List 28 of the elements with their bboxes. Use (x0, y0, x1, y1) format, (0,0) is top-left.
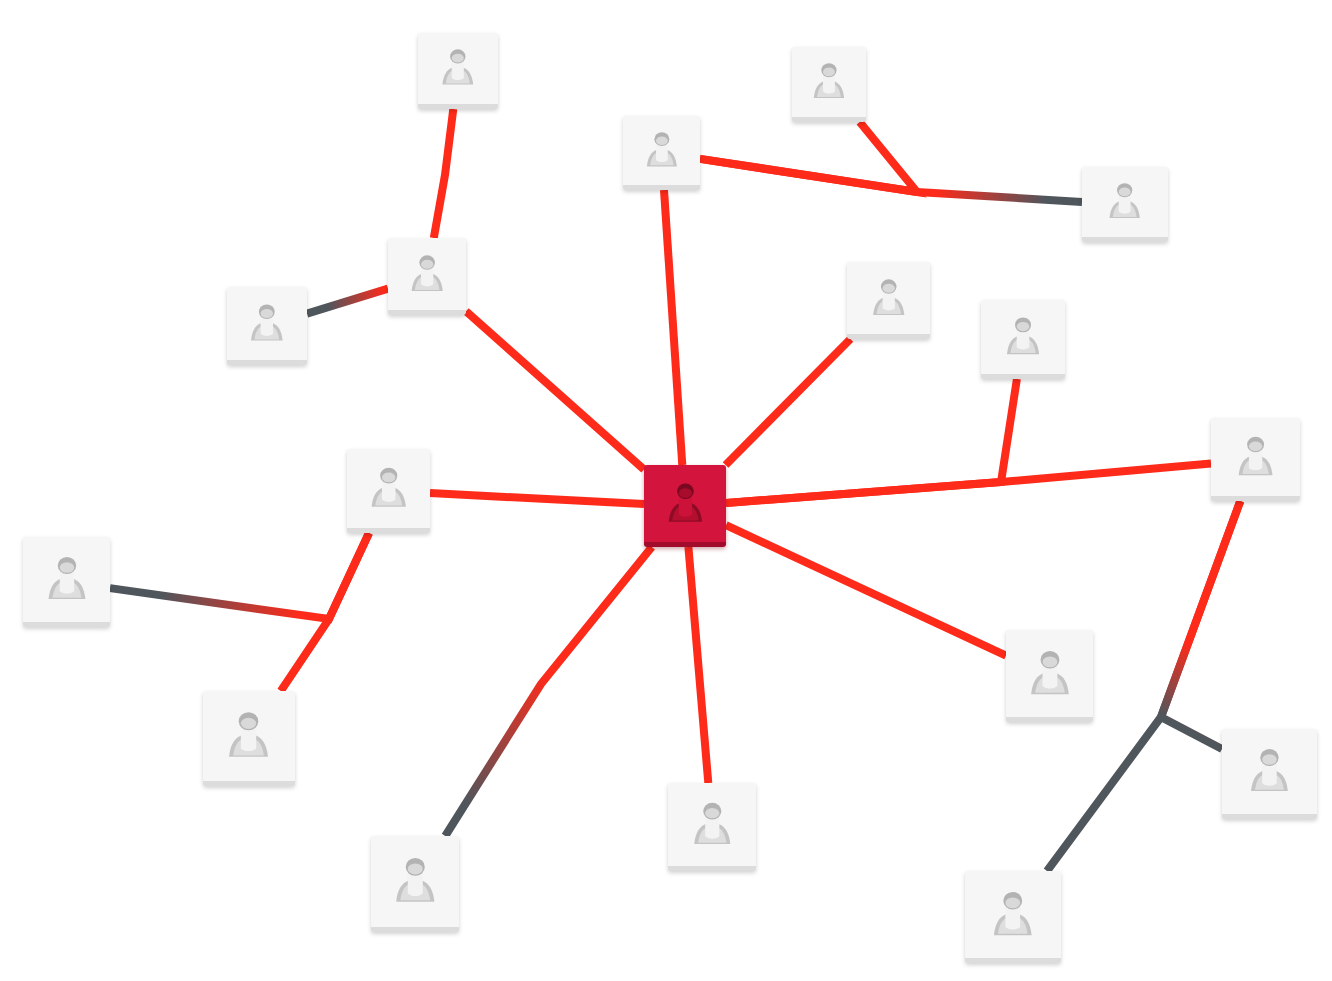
connector-line (429, 108, 458, 239)
person-tile (965, 871, 1061, 963)
person-tile (1006, 630, 1093, 722)
connector-line (699, 154, 1083, 206)
person-tile (623, 116, 700, 190)
person-tile (388, 238, 466, 315)
person-tile (847, 262, 930, 339)
person-tile (1082, 167, 1168, 242)
connector-line (724, 521, 1008, 660)
connector-line (722, 336, 854, 468)
connector-line (660, 189, 687, 466)
connector-line (463, 308, 647, 473)
connector-line (305, 284, 390, 318)
person-tile (1222, 729, 1317, 819)
person-tile (371, 836, 459, 932)
person-tile (347, 449, 430, 533)
person-tile (227, 287, 307, 365)
person-tile (668, 783, 756, 871)
person-tile (981, 300, 1065, 379)
person-tile (23, 537, 110, 627)
person-tile (418, 33, 498, 109)
person-tile (1211, 418, 1300, 501)
connector-line (684, 546, 713, 784)
person-tile (792, 47, 866, 122)
connector-line (725, 459, 1212, 507)
person-tile (644, 465, 726, 547)
connector-line (429, 489, 645, 508)
person-tile (203, 691, 295, 786)
